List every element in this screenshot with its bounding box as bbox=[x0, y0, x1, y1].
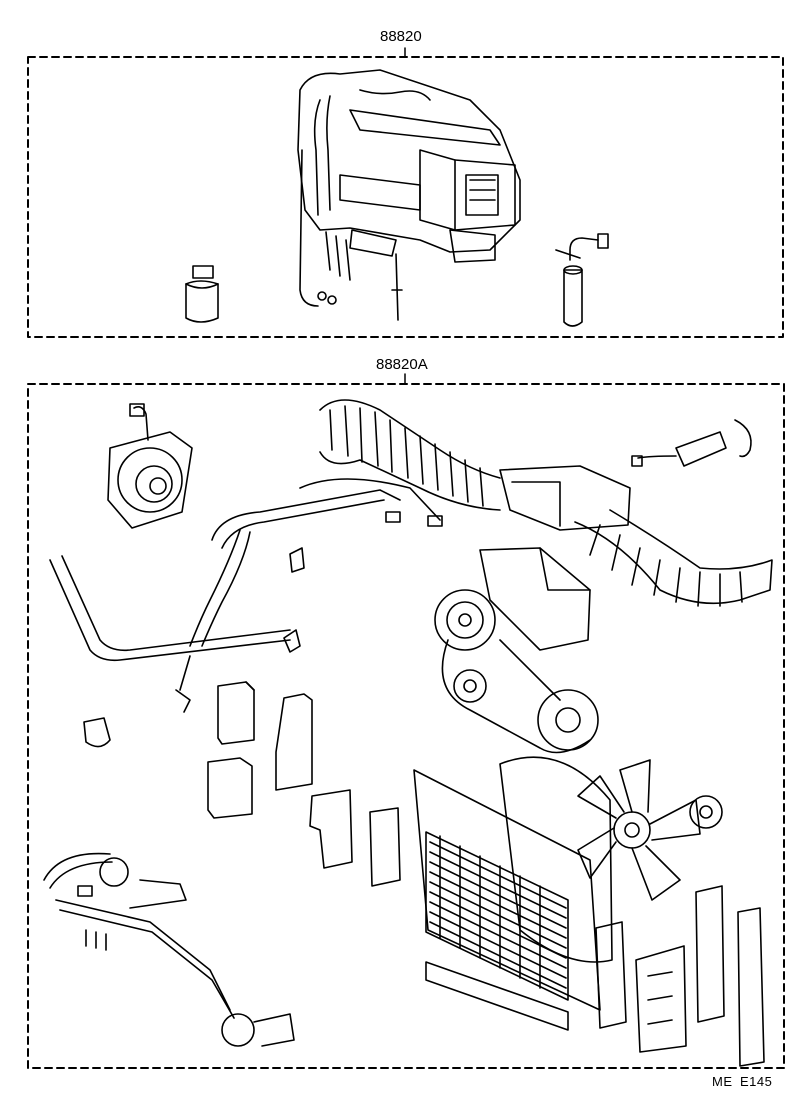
kit-bottom-frame bbox=[27, 383, 785, 1069]
receiver-drier bbox=[555, 233, 609, 327]
footer-code-a: ME bbox=[712, 1074, 733, 1089]
mounting-brackets bbox=[309, 789, 569, 1031]
blower-motor bbox=[107, 403, 193, 529]
kit-top-part-number: 88820 bbox=[380, 28, 422, 45]
foam-blocks bbox=[207, 681, 313, 819]
side-panels bbox=[595, 885, 765, 1067]
kit-top-frame bbox=[27, 56, 784, 338]
oil-bottle bbox=[185, 265, 219, 323]
compressor bbox=[434, 547, 599, 754]
condenser bbox=[413, 769, 601, 1011]
suction-hose-assembly bbox=[43, 852, 295, 1047]
refrigerant-pipes bbox=[49, 478, 443, 713]
pressure-switch bbox=[631, 419, 752, 467]
idler-pulley bbox=[689, 795, 723, 829]
footer-code-b: E145 bbox=[740, 1074, 773, 1089]
duct-hose bbox=[319, 399, 773, 607]
fan-shroud bbox=[499, 756, 701, 963]
pipe-clip bbox=[83, 717, 111, 748]
evaporator-unit bbox=[297, 69, 521, 321]
kit-bottom-part-number: 88820A bbox=[376, 356, 428, 373]
